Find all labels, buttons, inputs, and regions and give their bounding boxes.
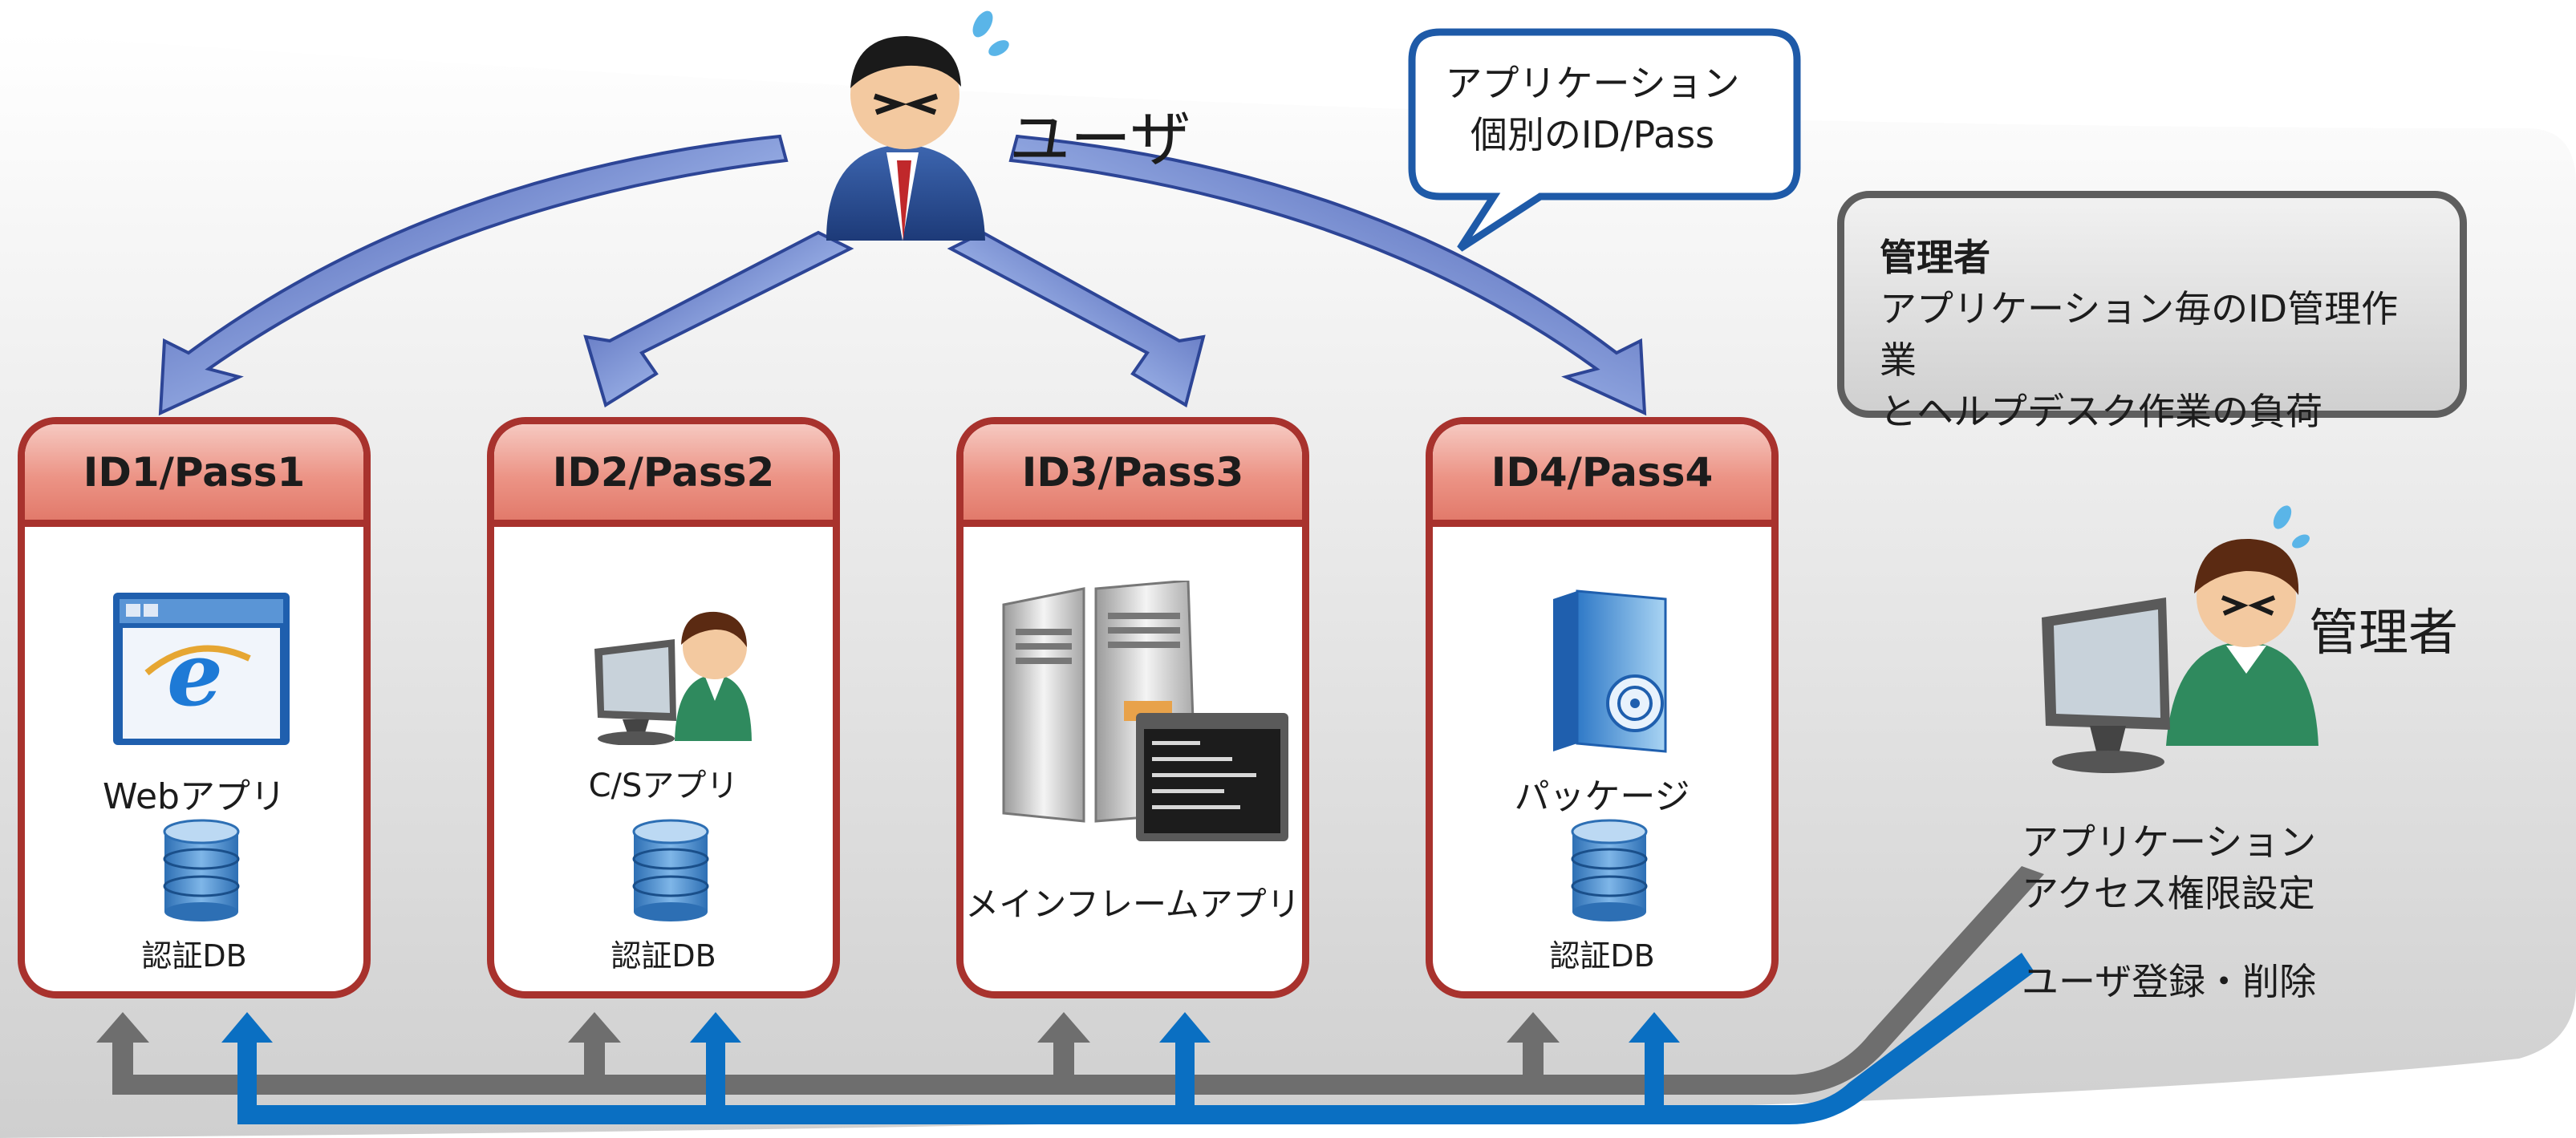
- access-setting-label: アプリケーション アクセス権限設定: [2022, 816, 2316, 919]
- svg-text:e: e: [167, 622, 223, 726]
- app-card-header: ID3/Pass3: [963, 424, 1302, 527]
- admin-figure-icon: [2042, 505, 2318, 773]
- app-card-mainframe: ID3/Pass3 メインフレームアプリ: [956, 417, 1309, 998]
- app-label: パッケージ: [1514, 776, 1690, 817]
- app-card-web: ID1/Pass1 e Webアプリ 認証DB: [18, 417, 371, 998]
- database-icon: [1571, 819, 1648, 921]
- software-package-icon: [1553, 589, 1667, 753]
- admin-burden-note: 管理者 アプリケーション毎のID管理作業 とヘルプデスク作業の負荷: [1837, 191, 2467, 433]
- arrow-to-app4: [1008, 134, 1647, 416]
- app-label: メインフレームアプリ: [965, 885, 1300, 924]
- app-card-client-server: ID2/Pass2 C/Sアプリ 認証DB: [487, 417, 840, 998]
- app-card-header: ID2/Pass2: [494, 424, 833, 527]
- speech-bubble-line1: アプリケーション: [1445, 62, 1740, 105]
- web-browser-icon: e: [113, 593, 290, 745]
- app-card-header: ID1/Pass1: [25, 424, 363, 527]
- app-label: Webアプリ: [103, 776, 286, 817]
- db-label: 認証DB: [1549, 938, 1655, 974]
- admin-note-title: 管理者: [1880, 236, 1990, 279]
- speech-bubble-line2: 個別のID/Pass: [1470, 113, 1715, 156]
- database-icon: [632, 819, 709, 921]
- admin-note-line1: アプリケーション毎のID管理作業: [1880, 287, 2399, 382]
- admin-label: 管理者: [2309, 603, 2459, 662]
- mainframe-server-icon: [1002, 581, 1288, 841]
- app-card-package: ID4/Pass4 パッケージ 認証DB: [1426, 417, 1779, 998]
- admin-note-line2: とヘルプデスク作業の負荷: [1880, 390, 2322, 433]
- speech-bubble-text: アプリケーション 個別のID/Pass: [1416, 58, 1769, 160]
- app-label: C/Sアプリ: [588, 767, 739, 804]
- database-icon: [163, 819, 240, 921]
- access-label-line1: アプリケーション: [2022, 820, 2317, 864]
- user-figure-icon: [826, 10, 1009, 241]
- arrow-to-app2: [583, 230, 854, 408]
- user-register-label: ユーザ登録・削除: [2022, 960, 2317, 1003]
- speech-bubble: [1408, 28, 1801, 252]
- arrow-to-app3: [947, 230, 1206, 408]
- access-label-line2: アクセス権限設定: [2022, 872, 2315, 915]
- arrow-to-app1: [158, 134, 789, 416]
- app-card-header: ID4/Pass4: [1433, 424, 1771, 527]
- access-lines: [96, 866, 2044, 1095]
- register-lines: [221, 953, 2034, 1124]
- db-label: 認証DB: [141, 938, 247, 974]
- client-server-icon: [594, 611, 752, 745]
- db-label: 認証DB: [611, 938, 716, 974]
- user-label: ユーザ: [1009, 103, 1191, 175]
